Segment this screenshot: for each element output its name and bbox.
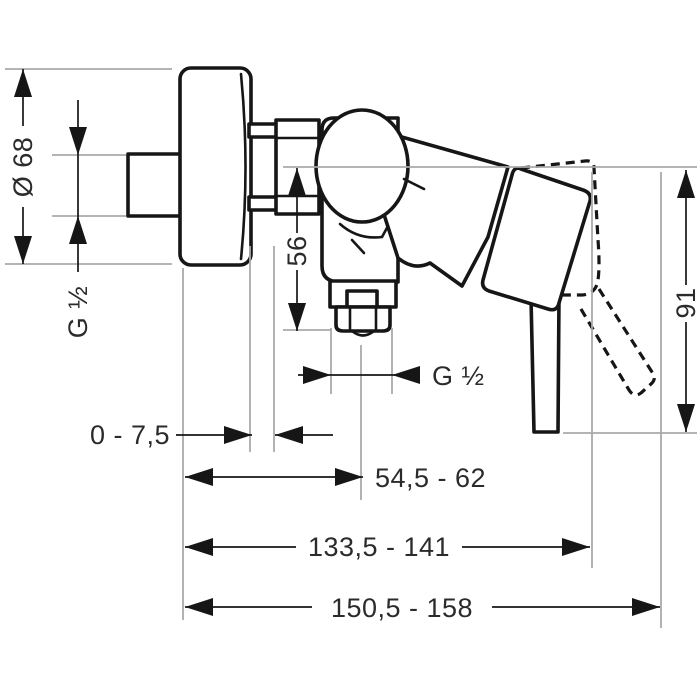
shower-mixer-outline <box>126 66 593 434</box>
arrow-down <box>288 303 306 331</box>
arrow-left <box>185 598 213 616</box>
dim-wall-to-outlet: 54,5 - 62 <box>185 463 486 493</box>
handle-paddle <box>480 166 593 312</box>
arrow-left <box>275 426 303 444</box>
inlet-pipe-stub <box>126 152 184 218</box>
outlet-inner-step <box>345 289 379 309</box>
dim-label-outlet-thread: G ½ <box>432 361 485 391</box>
dim-outlet-thread: G ½ <box>298 361 485 391</box>
dim-lever-drop-height: 91 <box>671 170 700 432</box>
temperature-stop-tab-line <box>350 238 366 255</box>
escutcheon-edge-line <box>239 72 247 261</box>
arrow-up <box>677 170 695 198</box>
reference-lines <box>5 68 697 628</box>
arrow-right <box>303 366 331 384</box>
arrow-left <box>185 468 213 486</box>
dashed-lever-outline <box>576 288 656 397</box>
dim-label-escutcheon-diameter: Ø 68 <box>8 137 38 198</box>
dim-label-wall-to-outlet: 54,5 - 62 <box>375 463 486 493</box>
arrow-down <box>677 404 695 432</box>
dim-escutcheon-diameter: Ø 68 <box>8 69 38 264</box>
arrow-up <box>14 69 32 97</box>
handle-lever <box>529 293 561 434</box>
outlet-nut <box>334 305 392 333</box>
arrow-right <box>335 468 363 486</box>
dim-wall-to-handle-front: 133,5 - 141 <box>185 532 590 562</box>
dim-wall-adjustment: 0 - 7,5 <box>90 420 333 450</box>
arrow-left <box>392 366 420 384</box>
arrow-right <box>562 538 590 556</box>
arrow-right <box>632 598 660 616</box>
escutcheon-flange <box>178 66 253 267</box>
cartridge-dome <box>314 108 410 224</box>
arrow-up <box>288 168 306 196</box>
s-union-top-shank <box>247 122 280 139</box>
arrow-down <box>14 236 32 264</box>
dim-label-lever-drop-height: 91 <box>671 287 700 318</box>
dome-joint-tick <box>402 177 426 191</box>
outlet-check-valve-arc <box>350 329 376 337</box>
dim-label-wall-adjustment: 0 - 7,5 <box>90 420 170 450</box>
arrow-up <box>69 216 87 244</box>
arrow-down <box>69 127 87 155</box>
dim-label-inlet-to-outlet: 56 <box>282 235 312 266</box>
dim-wall-to-lever-end: 150,5 - 158 <box>185 593 660 623</box>
dim-label-wall-to-lever-end: 150,5 - 158 <box>331 593 473 623</box>
arrow-right <box>224 426 252 444</box>
dim-inlet-to-outlet: 56 <box>282 168 312 331</box>
dim-label-wall-to-handle-front: 133,5 - 141 <box>308 532 450 562</box>
dim-label-inlet-thread: G ½ <box>63 286 93 339</box>
temperature-stop-tab <box>338 222 390 239</box>
dim-inlet-thread: G ½ <box>63 100 93 338</box>
arrow-left <box>185 538 213 556</box>
s-union-bottom-shank <box>247 195 280 212</box>
